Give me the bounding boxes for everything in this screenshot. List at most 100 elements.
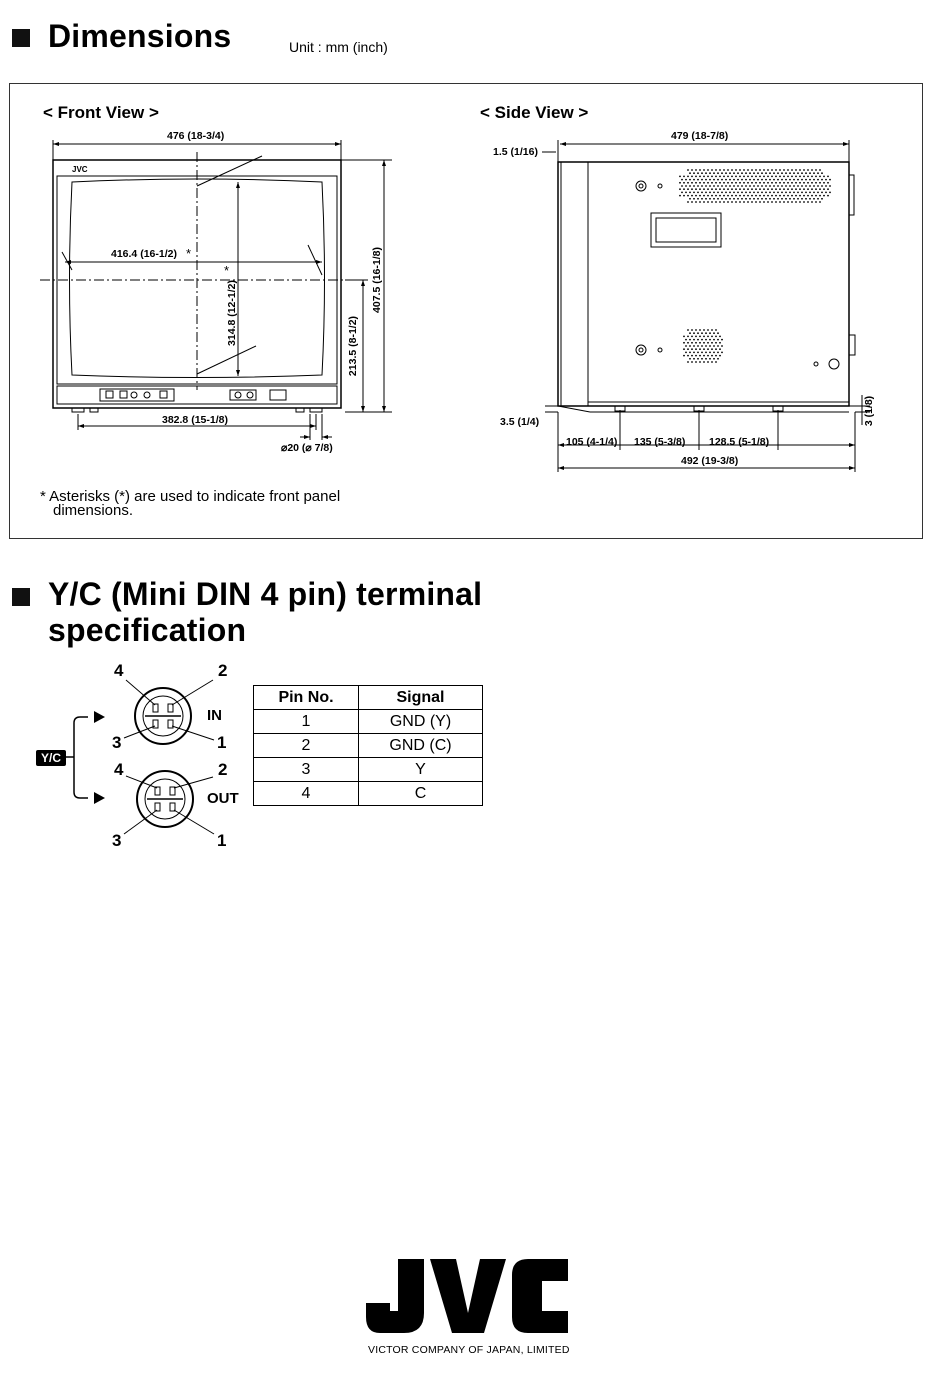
vent-hole [821,197,823,200]
out-pin2-label: 2 [218,760,228,779]
vent-hole [731,194,733,197]
vent-hole [701,345,703,347]
vent-hole [705,357,707,360]
vent-hole [829,178,831,181]
vent-hole [725,185,727,187]
vent-hole [747,181,749,184]
vent-hole [707,194,709,197]
vent-hole [691,348,693,351]
vent-hole [731,181,733,184]
vent-hole [813,191,815,194]
vent-hole [779,169,781,171]
vent-hole [775,181,777,184]
vent-hole [769,191,771,194]
vent-hole [789,178,791,181]
vent-hole [779,201,781,203]
vent-hole [821,172,823,175]
vent-hole [703,175,705,178]
rear-offset-label: 3 (1/8) [863,395,875,427]
vent-hole [771,175,773,178]
vent-hole [797,185,799,187]
vent-hole [747,194,749,197]
asterisk-note-line2: dimensions. [53,502,134,519]
vent-hole [693,357,695,360]
vent-hole [735,188,737,191]
vent-hole [791,194,793,197]
vent-hole [707,348,709,351]
vent-hole [741,197,743,200]
vent-hole [709,178,711,181]
vent-hole [753,191,755,194]
vent-hole [731,188,733,191]
vent-hole [799,175,801,178]
vent-hole [807,175,809,178]
vent-hole [799,181,801,184]
vent-hole [773,197,775,200]
vent-hole [763,175,765,178]
vent-hole [751,188,753,191]
vent-hole [699,341,701,344]
vent-hole [817,185,819,187]
vent-hole [751,194,753,197]
vent-hole [695,181,697,184]
vent-hole [741,185,743,187]
vent-hole [717,172,719,175]
header-signal: Signal [358,685,483,710]
vent-hole [823,181,825,184]
vent-hole [709,191,711,194]
vent-hole [739,175,741,178]
vent-hole [699,354,701,357]
vent-hole [733,191,735,194]
vent-hole [755,181,757,184]
vent-hole [739,194,741,197]
vent-hole [793,191,795,194]
vent-hole [753,197,755,200]
vent-hole [793,178,795,181]
vent-hole [797,172,799,175]
vent-hole [809,197,811,200]
vent-hole [693,345,695,347]
vent-hole [695,361,697,363]
vent-hole [819,188,821,191]
asterisk-note-line1: * Asterisks (*) are used to indicate fro… [40,488,341,505]
vent-hole [805,178,807,181]
vent-hole [743,181,745,184]
vent-hole [749,178,751,181]
vent-hole [759,188,761,191]
vent-hole [799,169,801,171]
vent-hole [735,181,737,184]
vent-hole [685,178,687,181]
section-title-dimensions: Dimensions [48,18,232,54]
vent-hole [711,341,713,344]
vent-hole [701,338,703,341]
vent-hole [703,188,705,191]
vent-hole [783,181,785,184]
jvc-logo [366,1259,568,1333]
vent-hole [803,201,805,203]
vent-hole [685,338,687,341]
vent-hole [795,181,797,184]
vent-hole [785,197,787,200]
vent-hole [687,201,689,203]
vent-hole [811,169,813,171]
vent-hole [709,345,711,347]
vent-hole [793,185,795,187]
vent-hole [757,185,759,187]
vent-hole [769,178,771,181]
vent-hole [713,332,715,335]
vent-hole [727,181,729,184]
vent-hole [745,178,747,181]
vent-hole [747,169,749,171]
vent-hole [781,185,783,187]
vent-hole [709,197,711,200]
vent-hole [715,169,717,171]
vent-hole [755,201,757,203]
vent-hole [789,185,791,187]
vent-hole [791,201,793,203]
vent-hole [687,175,689,178]
vent-hole [717,357,719,360]
vent-hole [719,175,721,178]
vent-hole [685,351,687,354]
vent-hole [787,175,789,178]
vent-hole [765,178,767,181]
